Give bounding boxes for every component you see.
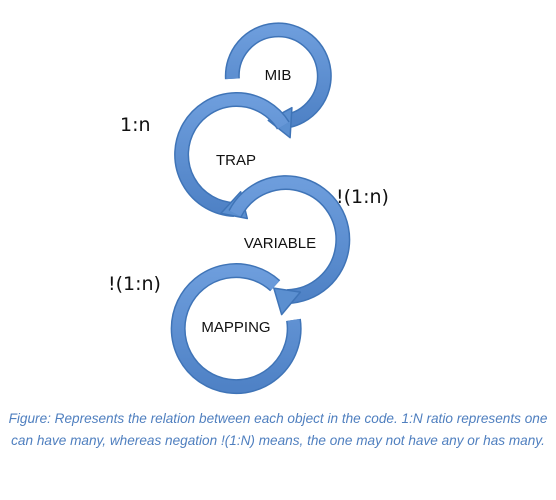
figure-caption: Figure: Represents the relation between …: [8, 411, 548, 448]
node-label-mapping: MAPPING: [201, 319, 270, 336]
relation-label-trap-variable: !(1:n): [336, 186, 389, 208]
node-label-trap: TRAP: [216, 152, 256, 169]
node-label-mib: MIB: [265, 67, 292, 84]
node-label-variable: VARIABLE: [244, 235, 316, 252]
mapping-circular-arrow-icon: [170, 263, 302, 395]
variable-circular-arrow-icon: [228, 175, 351, 316]
relation-diagram: MIB TRAP VARIABLE MAPPING 1:n !(1:n) !(1…: [108, 22, 389, 395]
relation-label-mib-trap: 1:n: [120, 114, 151, 136]
relation-label-variable-mapping: !(1:n): [108, 273, 161, 295]
